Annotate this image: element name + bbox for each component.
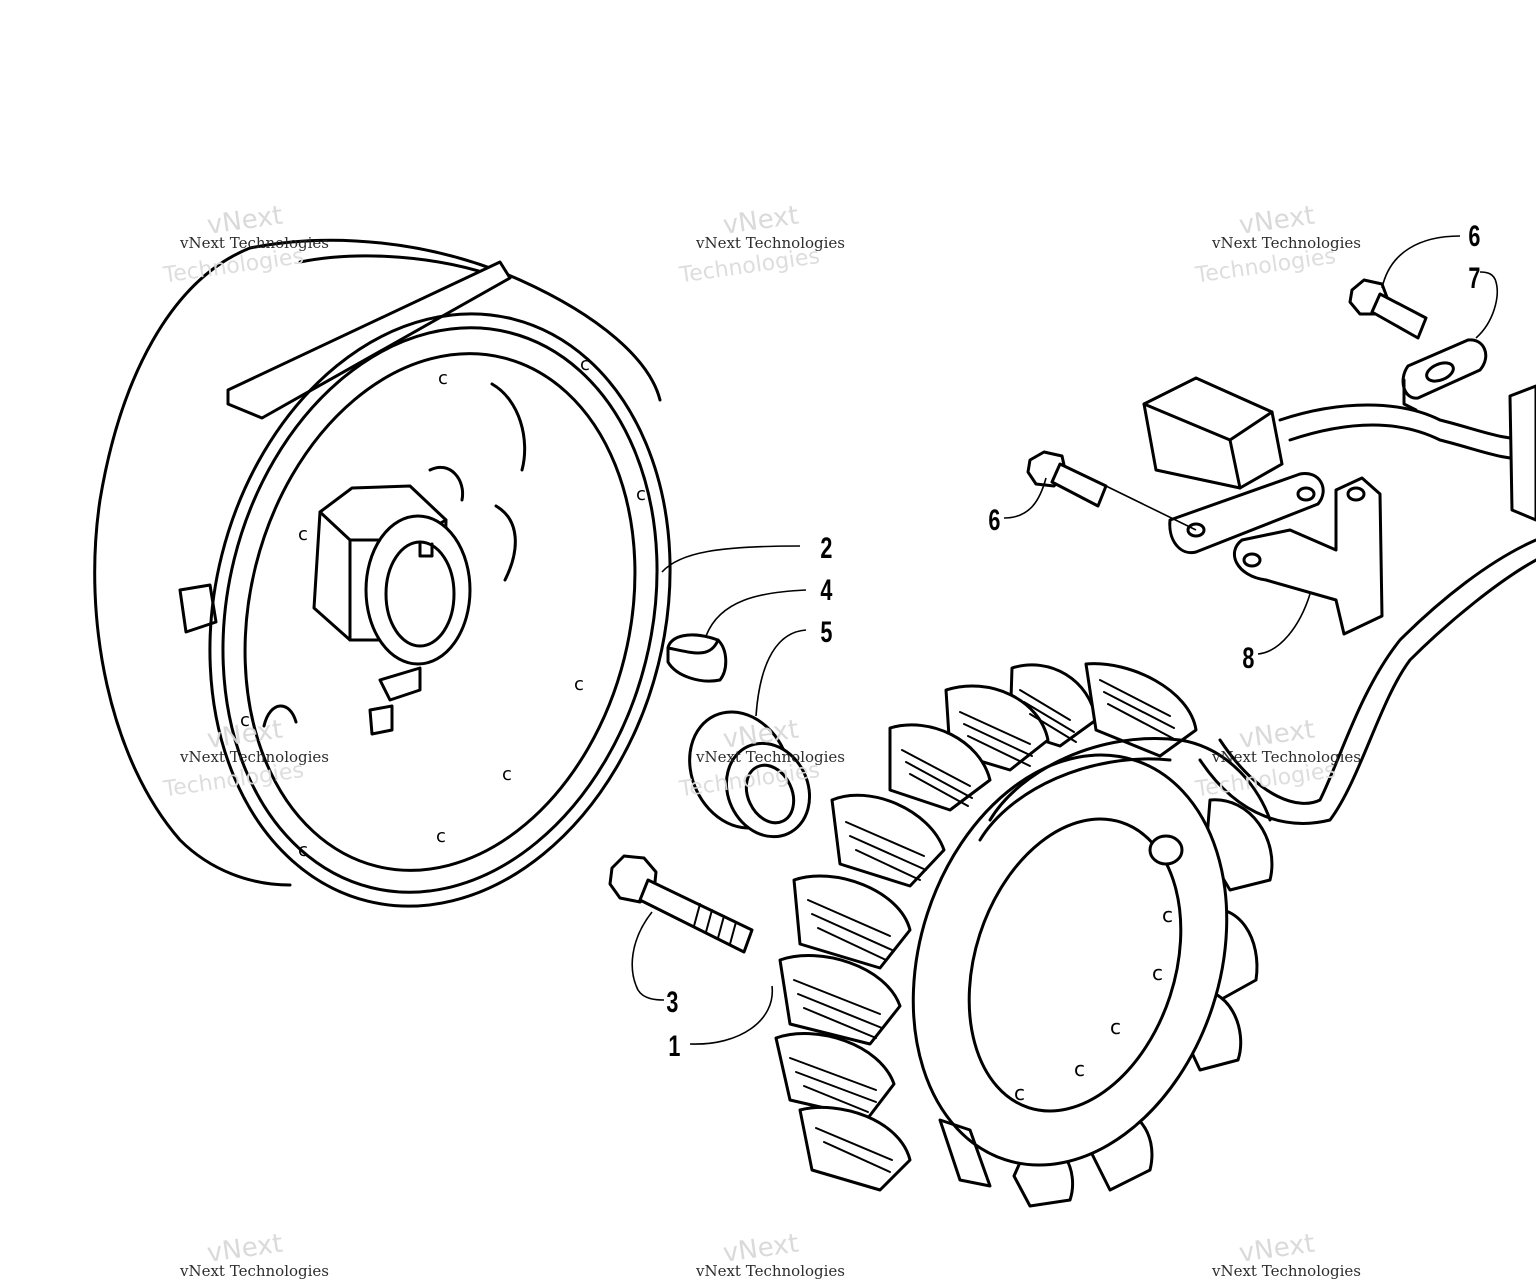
- callout-labels: 1 2 3 4 5 6 6 7 8: [666, 218, 1480, 1062]
- watermark-7: vNext vNext Technologies: [179, 1229, 329, 1280]
- flywheel: c c c c c c c c c: [93, 238, 672, 908]
- watermark-6: vNext Technologies vNext Technologies: [1193, 715, 1361, 803]
- callout-stator: 1: [668, 1028, 680, 1062]
- svg-text:c: c: [298, 524, 308, 545]
- stator: c c c c c: [774, 662, 1274, 1208]
- svg-text:c: c: [438, 368, 448, 389]
- svg-text:c: c: [1152, 961, 1163, 985]
- svg-text:c: c: [1014, 1081, 1025, 1105]
- wire-harness: [1198, 403, 1536, 825]
- svg-text:c: c: [574, 674, 584, 695]
- watermark-8: vNext vNext Technologies: [695, 1229, 845, 1280]
- watermark-2: vNext Technologies vNext Technologies: [677, 201, 845, 289]
- callout-plate: 7: [1468, 260, 1480, 294]
- callout-bracket: 8: [1242, 640, 1254, 674]
- bracket: [1232, 476, 1384, 636]
- watermark-3: vNext Technologies vNext Technologies: [1193, 201, 1361, 289]
- svg-text:c: c: [1074, 1057, 1085, 1081]
- svg-text:vNext Technologies: vNext Technologies: [179, 1262, 329, 1280]
- svg-text:vNext Technologies: vNext Technologies: [1211, 1262, 1361, 1280]
- svg-text:vNext Technologies: vNext Technologies: [1211, 234, 1361, 252]
- screw-upper: [1348, 278, 1428, 340]
- svg-text:vNext Technologies: vNext Technologies: [179, 748, 329, 766]
- rivet-marks: c c c c c c c c c: [240, 354, 646, 861]
- stator-bolt: [608, 854, 754, 954]
- svg-text:c: c: [298, 840, 308, 861]
- watermark-4: vNext Technologies vNext Technologies: [161, 715, 329, 803]
- svg-text:c: c: [636, 484, 646, 505]
- svg-text:c: c: [1162, 903, 1173, 927]
- svg-text:c: c: [240, 710, 250, 731]
- svg-text:c: c: [1110, 1015, 1121, 1039]
- svg-text:c: c: [436, 826, 446, 847]
- svg-text:vNext Technologies: vNext Technologies: [695, 748, 845, 766]
- svg-text:vNext Technologies: vNext Technologies: [1211, 748, 1361, 766]
- watermarks: vNext Technologies vNext Technologies vN…: [161, 201, 1361, 1280]
- watermark-5: vNext Technologies vNext Technologies: [677, 715, 845, 803]
- woodruff-key: [666, 633, 728, 683]
- callout-spacer: 5: [820, 614, 832, 648]
- svg-text:vNext Technologies: vNext Technologies: [179, 234, 329, 252]
- callout-screw-lower: 6: [988, 502, 1000, 536]
- leader-lines: [631, 235, 1498, 1045]
- svg-text:vNext Technologies: vNext Technologies: [695, 1262, 845, 1280]
- svg-text:c: c: [580, 354, 590, 375]
- mount-plate: [1401, 338, 1488, 412]
- voltage-regulator: [1142, 376, 1536, 555]
- svg-text:vNext Technologies: vNext Technologies: [695, 234, 845, 252]
- callout-stator-bolt: 3: [666, 984, 678, 1018]
- watermark-1: vNext Technologies vNext Technologies: [161, 201, 329, 289]
- stator-holes: c c c c c: [1014, 903, 1173, 1105]
- callout-flywheel: 2: [820, 530, 832, 564]
- spacer: [688, 710, 812, 839]
- watermark-9: vNext vNext Technologies: [1211, 1229, 1361, 1280]
- screw-lower: [1026, 450, 1108, 508]
- callout-screw-upper: 6: [1468, 218, 1480, 252]
- callout-key: 4: [820, 572, 832, 606]
- svg-text:c: c: [502, 764, 512, 785]
